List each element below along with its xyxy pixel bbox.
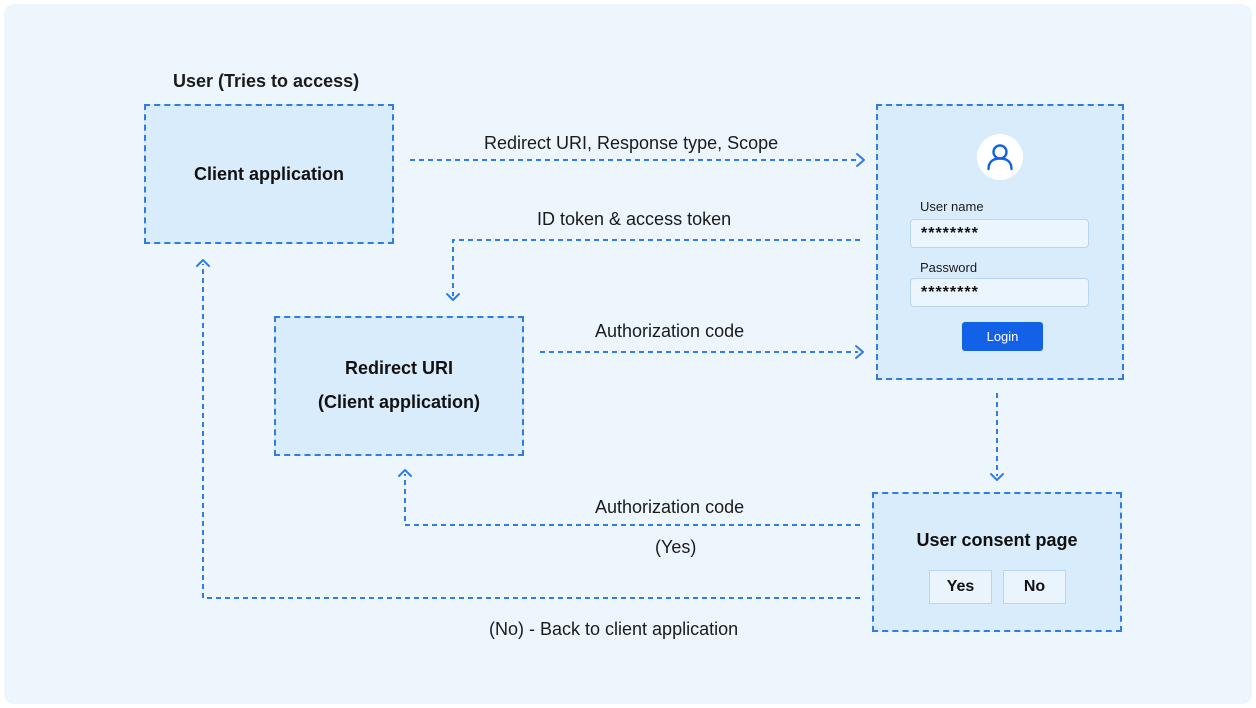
arrowhead-tokens (446, 293, 460, 301)
login-page-node: User name ******** Password ******** Log… (876, 104, 1124, 380)
password-label: Password (920, 260, 978, 275)
redirect-uri-title: Redirect URI (344, 358, 454, 378)
arrowhead-yes (398, 469, 412, 477)
user-consent-page-node: User consent page Yes No (872, 492, 1122, 632)
edge-label-auth-code-to-redirect: Authorization code (595, 497, 745, 517)
edge-label-tokens: ID token & access token (537, 209, 732, 229)
no-button[interactable]: No (1003, 570, 1066, 604)
client-application-title: Client application (193, 164, 344, 184)
edge-yes-line (404, 474, 860, 526)
redirect-uri-subtitle: (Client application) (318, 392, 480, 412)
password-field[interactable]: ******** (910, 278, 1089, 307)
redirect-uri-node: Redirect URI (Client application) (274, 316, 524, 456)
edge-tokens-line (452, 239, 860, 296)
edge-label-auth-code-to-login: Authorization code (595, 321, 745, 341)
yes-button[interactable]: Yes (929, 570, 992, 604)
username-label: User name (920, 199, 984, 214)
login-button[interactable]: Login (962, 322, 1043, 351)
user-icon (987, 144, 1013, 171)
client-application-node: Client application (144, 104, 394, 244)
edge-label-request: Redirect URI, Response type, Scope (484, 133, 779, 153)
arrowhead-consent (990, 473, 1004, 481)
user-label: User (Tries to access) (173, 71, 360, 91)
edge-label-yes: (Yes) (655, 537, 697, 557)
username-field[interactable]: ******** (910, 219, 1089, 248)
edge-label-no: (No) - Back to client application (489, 619, 739, 639)
avatar (977, 134, 1023, 180)
arrowhead-no (196, 259, 210, 267)
arrowhead-request (856, 153, 865, 167)
consent-page-title: User consent page (916, 530, 1078, 550)
edge-no-line (202, 264, 860, 599)
arrowhead-auth-code (855, 345, 864, 359)
